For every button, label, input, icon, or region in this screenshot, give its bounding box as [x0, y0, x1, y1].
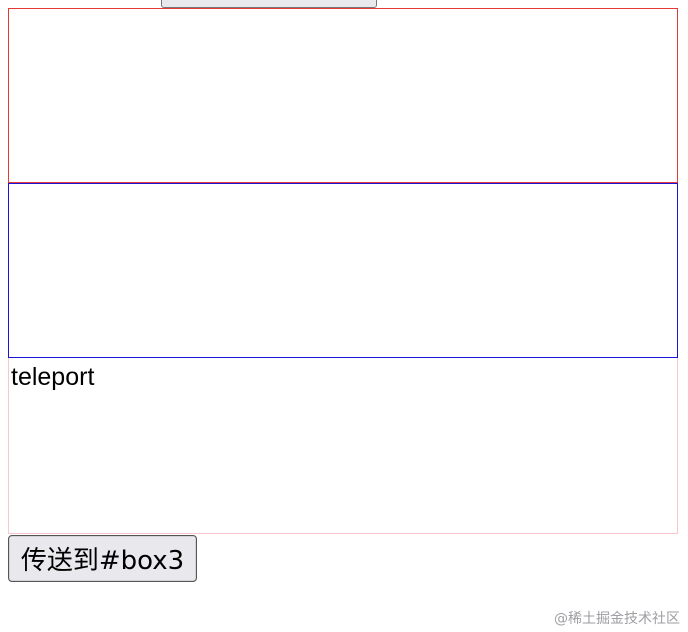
teleport-content-text: teleport — [11, 363, 95, 391]
top-button[interactable] — [161, 0, 377, 8]
teleport-to-box3-button[interactable]: 传送到#box3 — [8, 535, 197, 582]
watermark-text: @稀土掘金技术社区 — [554, 611, 680, 627]
box3-container: teleport — [8, 358, 678, 534]
box1-container — [8, 8, 678, 183]
box2-container — [8, 183, 678, 358]
